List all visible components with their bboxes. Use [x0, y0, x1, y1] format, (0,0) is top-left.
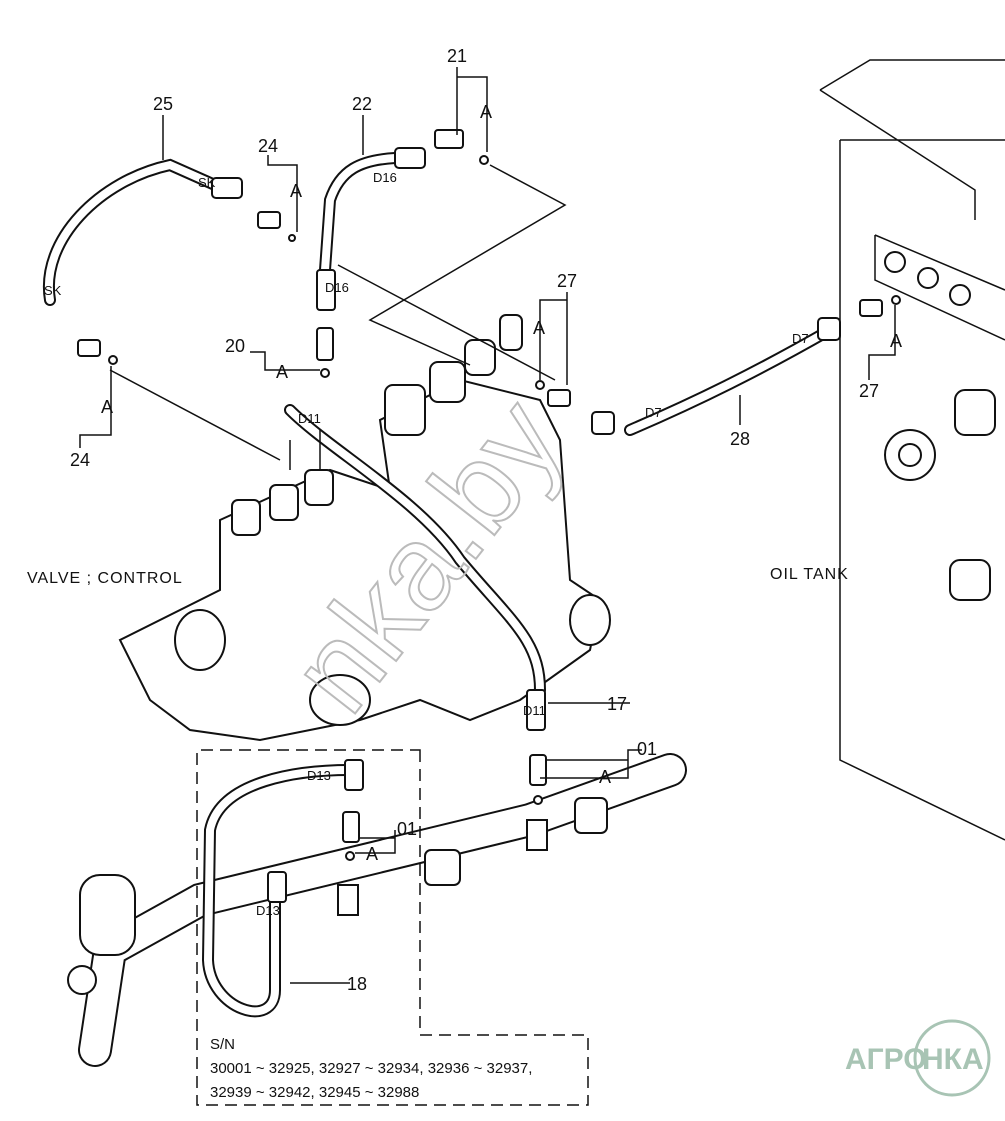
part-27: 27	[557, 271, 577, 291]
o-ring-label: A	[599, 767, 611, 787]
o-ring-label: A	[290, 181, 302, 201]
part-25: 25	[153, 94, 173, 114]
valve-control-caption: VALVE ; CONTROL	[27, 570, 183, 587]
hose-size-d7: D7	[645, 405, 662, 420]
hose-size-d13: D13	[256, 903, 280, 918]
hoses	[42, 147, 841, 1018]
hose-size-d16: D16	[373, 170, 397, 185]
part-27: 27	[859, 381, 879, 401]
serial-line-2: 32939 ~ 32942, 32945 ~ 32988	[210, 1084, 419, 1101]
hose-size-d11: D11	[523, 703, 546, 718]
oil-tank	[819, 59, 1005, 841]
return-pipe	[67, 753, 687, 1067]
o-ring-label: A	[480, 102, 492, 122]
part-20: 20	[225, 336, 245, 356]
logo-right-text: НКА	[922, 1043, 984, 1076]
o-ring-label: A	[533, 318, 545, 338]
o-ring-label: A	[890, 331, 902, 351]
part-21: 21	[447, 46, 467, 66]
part-17: 17	[607, 694, 627, 714]
o-ring-label: A	[101, 397, 113, 417]
o-ring-label: A	[366, 844, 378, 864]
serial-range-box	[196, 749, 589, 1106]
hose-type-sk: SK	[44, 283, 62, 298]
part-22: 22	[352, 94, 372, 114]
hose-type-sk: SK	[198, 175, 216, 190]
leader-lines	[79, 67, 896, 984]
hose-size-d7: D7	[792, 331, 809, 346]
hose-size-d13: D13	[307, 768, 331, 783]
fittings	[77, 129, 901, 861]
oil-tank-caption: OIL TANK	[770, 566, 849, 583]
part-24: 24	[258, 136, 278, 156]
o-ring-label: A	[276, 362, 288, 382]
part-24: 24	[70, 450, 90, 470]
hose-size-d16: D16	[325, 280, 349, 295]
part-28: 28	[730, 429, 750, 449]
serial-line-1: 30001 ~ 32925, 32927 ~ 32934, 32936 ~ 32…	[210, 1060, 532, 1077]
agronka-logo: АГРО НКА	[845, 1019, 991, 1097]
part-18: 18	[347, 974, 367, 994]
part-number-labels: 25 24 24 22 21 20 27 27 28 17 01 01 18 A…	[70, 46, 902, 994]
hose-size-labels: SK SK D16 D16 D11 D11 D7 D7 D13 D13	[44, 170, 809, 918]
logo-left-text: АГРО	[845, 1043, 927, 1076]
part-01: 01	[397, 819, 417, 839]
hose-size-d11: D11	[298, 411, 321, 426]
part-01: 01	[637, 739, 657, 759]
control-valve	[118, 314, 611, 742]
serial-title: S/N	[210, 1036, 235, 1053]
